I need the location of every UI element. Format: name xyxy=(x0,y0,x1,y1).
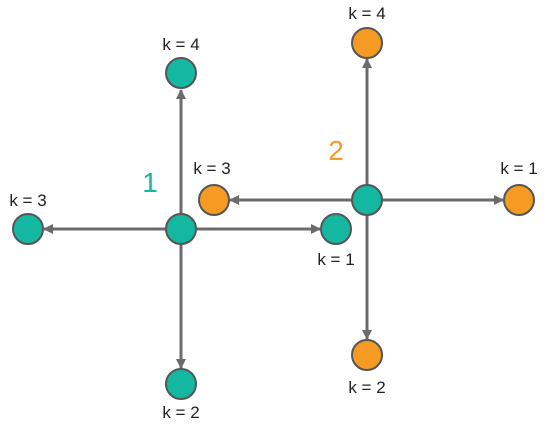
neighbor-node-g2-k4[interactable] xyxy=(351,27,383,59)
label-g2-k2: k = 2 xyxy=(348,378,385,397)
group-1: 1 k = 1 k = 2 k = 3 k = 4 xyxy=(9,35,354,422)
label-g2-k3: k = 3 xyxy=(193,159,230,178)
neighbor-node-g1-k3[interactable] xyxy=(12,213,44,245)
label-g1-k2: k = 2 xyxy=(162,403,199,422)
label-g2-k1: k = 1 xyxy=(500,159,537,178)
group-label-1: 1 xyxy=(142,167,158,198)
neighbor-node-g2-k3[interactable] xyxy=(198,184,230,216)
center-node-g1[interactable] xyxy=(165,213,197,245)
group-2: 2 k = 1 k = 2 k = 3 k = 4 xyxy=(193,4,537,397)
label-g1-k3: k = 3 xyxy=(9,191,46,210)
label-g2-k4: k = 4 xyxy=(348,4,385,23)
neighbor-node-g2-k2[interactable] xyxy=(351,339,383,371)
neighbor-node-g1-k2[interactable] xyxy=(165,368,197,400)
group-label-2: 2 xyxy=(328,135,344,166)
label-g1-k4: k = 4 xyxy=(162,35,199,54)
label-g1-k1: k = 1 xyxy=(317,250,354,269)
neighbor-node-g1-k4[interactable] xyxy=(165,57,197,89)
neighbor-node-g2-k1[interactable] xyxy=(503,184,535,216)
center-node-g2[interactable] xyxy=(351,184,383,216)
neighbor-node-g1-k1[interactable] xyxy=(320,213,352,245)
